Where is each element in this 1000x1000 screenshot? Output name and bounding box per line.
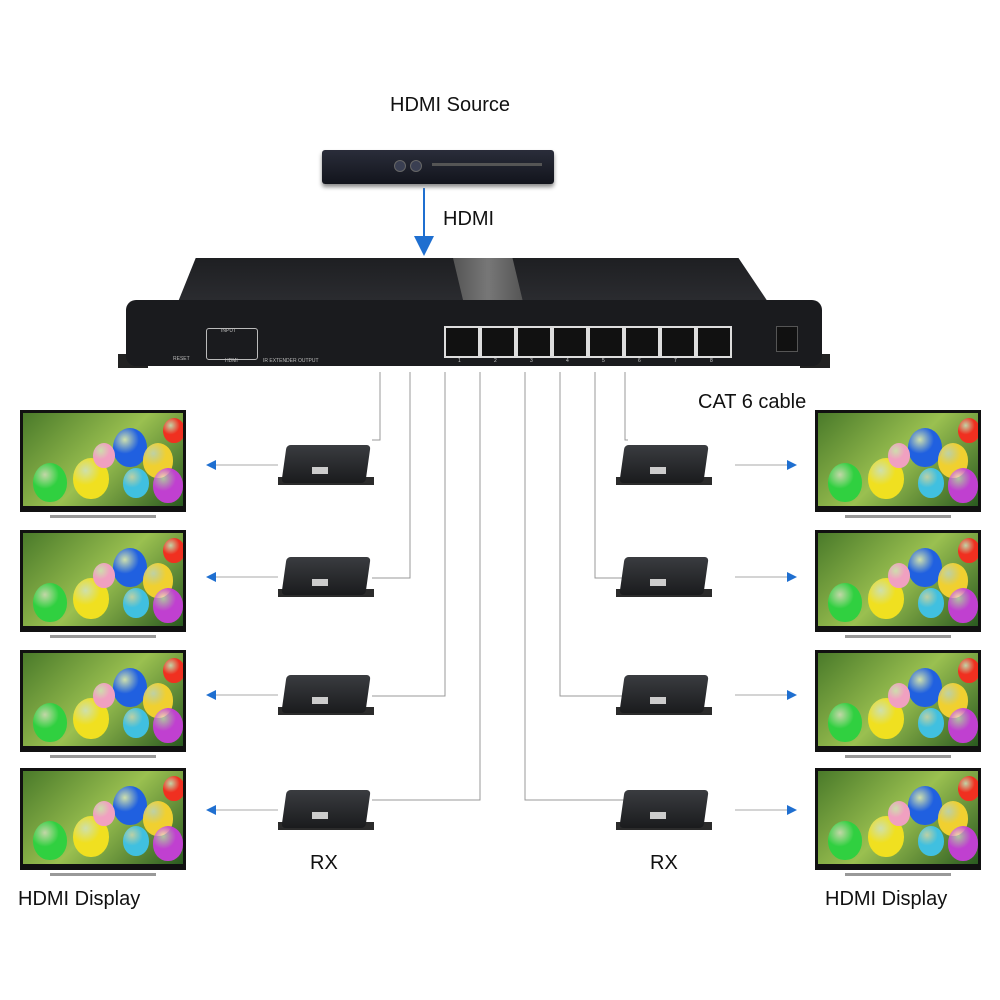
rx-label-left: RX [310,852,338,874]
hdmi-source-label: HDMI Source [390,94,511,116]
port-number: 6 [638,358,641,364]
port-number: 4 [566,358,569,364]
rx-receiver-left-3 [278,671,374,717]
rx-receiver-left-4 [278,786,374,832]
rx-label-right: RX [650,852,678,874]
cat6-cable-right-4 [524,372,628,801]
rx-receiver-left-2 [278,553,374,599]
hdmi-display-left-3 [20,650,186,758]
hdmi-cable-label: HDMI [443,208,495,230]
rj45-port-2 [480,326,516,358]
cat6-cable-right-2 [594,372,628,579]
port-number: 2 [494,358,497,364]
hdmi-extender-splitter: RESET INPUT HDMI IR EXTENDER OUTPUT 1 2 3 4… [118,258,830,370]
input-label: INPUT [221,328,236,334]
hdmi-display-label-right: HDMI Display [825,888,948,910]
hdmi-input-port [206,328,258,360]
rj45-port-8 [696,326,732,358]
ir-output-label: IR EXTENDER OUTPUT [263,358,319,364]
cat6-cable-left-4 [372,372,481,801]
reset-label: RESET [173,356,190,362]
rj45-port-6 [624,326,660,358]
cat6-cable-right-1 [624,372,628,441]
rj45-port-4 [552,326,588,358]
hdmi-label: HDMI [225,358,238,364]
hdmi-display-right-3 [815,650,981,758]
hdmi-display-left-1 [20,410,186,518]
hdmi-source-player [322,150,554,184]
port-number: 1 [458,358,461,364]
port-number: 8 [710,358,713,364]
port-number: 3 [530,358,533,364]
hdmi-display-right-4 [815,768,981,876]
cat6-cable-left-3 [372,372,446,697]
rj45-port-3 [516,326,552,358]
cat6-cable-left-1 [372,372,381,441]
rj45-port-7 [660,326,696,358]
dc-power-port [776,326,798,352]
hdmi-display-left-4 [20,768,186,876]
cat6-cable-left-2 [372,372,411,579]
rj45-port-1 [444,326,480,358]
rx-receiver-left-1 [278,441,374,487]
port-number: 5 [602,358,605,364]
hdmi-display-right-1 [815,410,981,518]
rx-receiver-right-1 [616,441,712,487]
rx-receiver-right-4 [616,786,712,832]
rj45-port-5 [588,326,624,358]
port-number: 7 [674,358,677,364]
hdmi-display-label-left: HDMI Display [18,888,141,910]
rx-receiver-right-2 [616,553,712,599]
cat6-cable-label: CAT 6 cable [698,391,807,413]
cat6-cable-right-3 [559,372,628,697]
hdmi-display-left-2 [20,530,186,638]
hdmi-display-right-2 [815,530,981,638]
rx-receiver-right-3 [616,671,712,717]
